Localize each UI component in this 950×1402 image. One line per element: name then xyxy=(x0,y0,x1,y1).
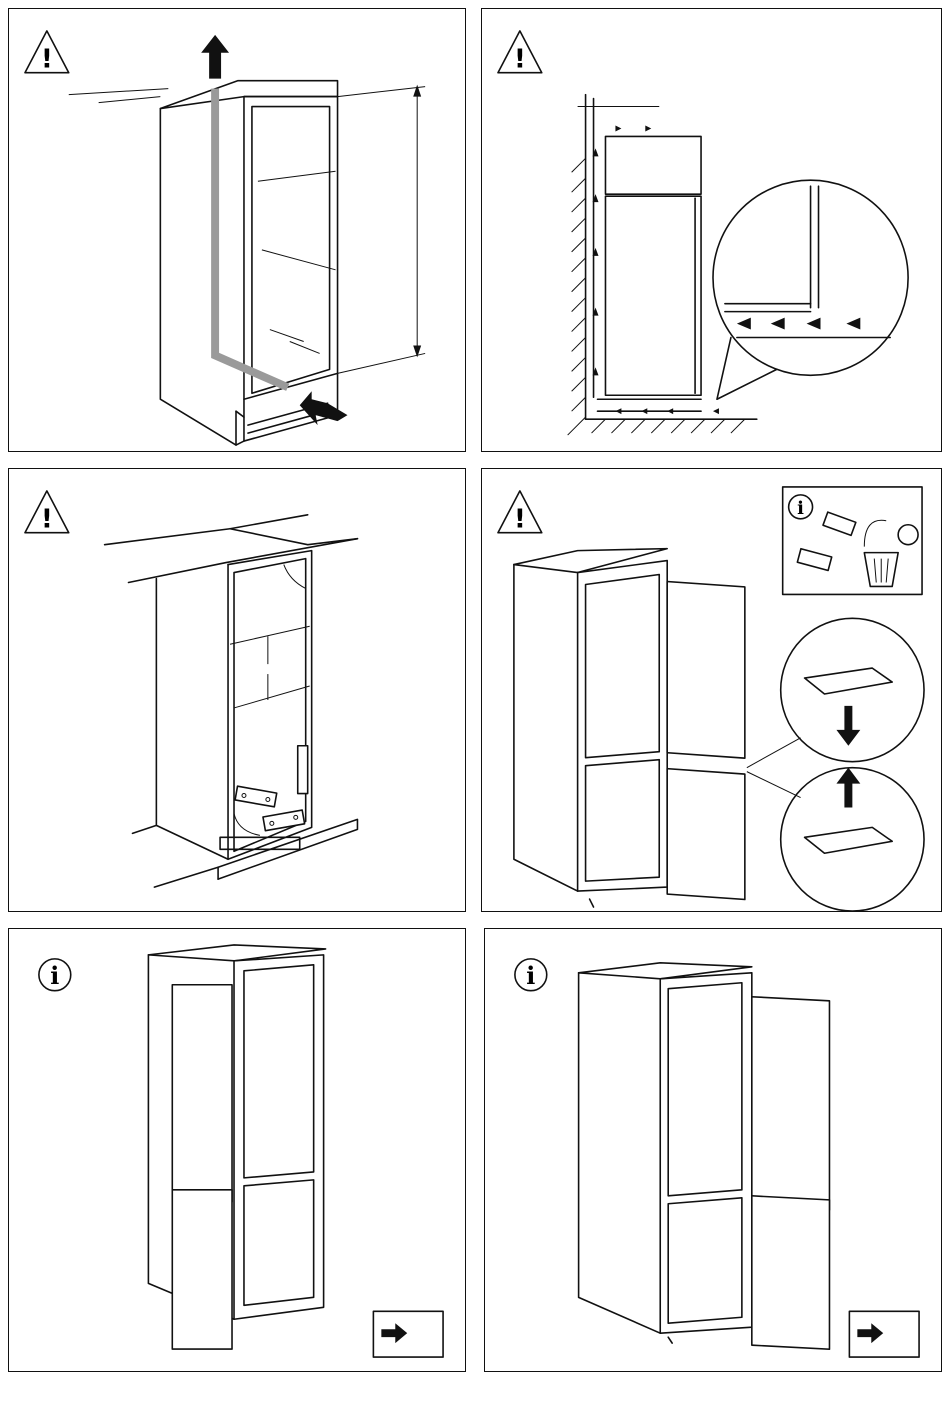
air-circulation-panel: ! xyxy=(481,8,942,452)
svg-text:!: ! xyxy=(41,45,53,75)
niche-fittings-drawing: ! xyxy=(9,469,465,911)
warning-icon: ! xyxy=(498,491,542,535)
svg-text:!: ! xyxy=(514,505,526,535)
svg-text:!: ! xyxy=(41,505,53,535)
door-right-hinge-drawing: i xyxy=(485,929,941,1371)
svg-text:i: i xyxy=(526,962,535,990)
hinge-removal-panel: ! i xyxy=(481,468,942,912)
hinge-fittings xyxy=(235,746,308,831)
niche-ventilation-drawing: ! xyxy=(9,9,465,451)
air-in-arrow xyxy=(300,391,348,425)
hinge-removal-drawing: ! i xyxy=(482,469,941,911)
info-icon: i xyxy=(789,495,813,519)
door-right-hinge-panel: i xyxy=(484,928,942,1372)
disposal-inset: i xyxy=(783,487,922,595)
air-out-arrow xyxy=(201,35,229,79)
air-circulation-drawing: ! xyxy=(482,9,941,451)
warning-icon: ! xyxy=(498,31,542,75)
info-icon: i xyxy=(39,959,71,991)
info-icon: i xyxy=(515,959,547,991)
niche-fittings-panel: ! xyxy=(8,468,466,912)
warning-icon: ! xyxy=(25,31,69,75)
door-left-hinge-panel: i xyxy=(8,928,466,1372)
svg-text:i: i xyxy=(797,498,804,519)
door-left-hinge-drawing: i xyxy=(9,929,465,1371)
svg-text:i: i xyxy=(50,962,59,990)
svg-text:!: ! xyxy=(514,45,526,75)
warning-icon: ! xyxy=(25,491,69,535)
niche-ventilation-panel: ! xyxy=(8,8,466,452)
wall-hatch xyxy=(568,95,757,435)
